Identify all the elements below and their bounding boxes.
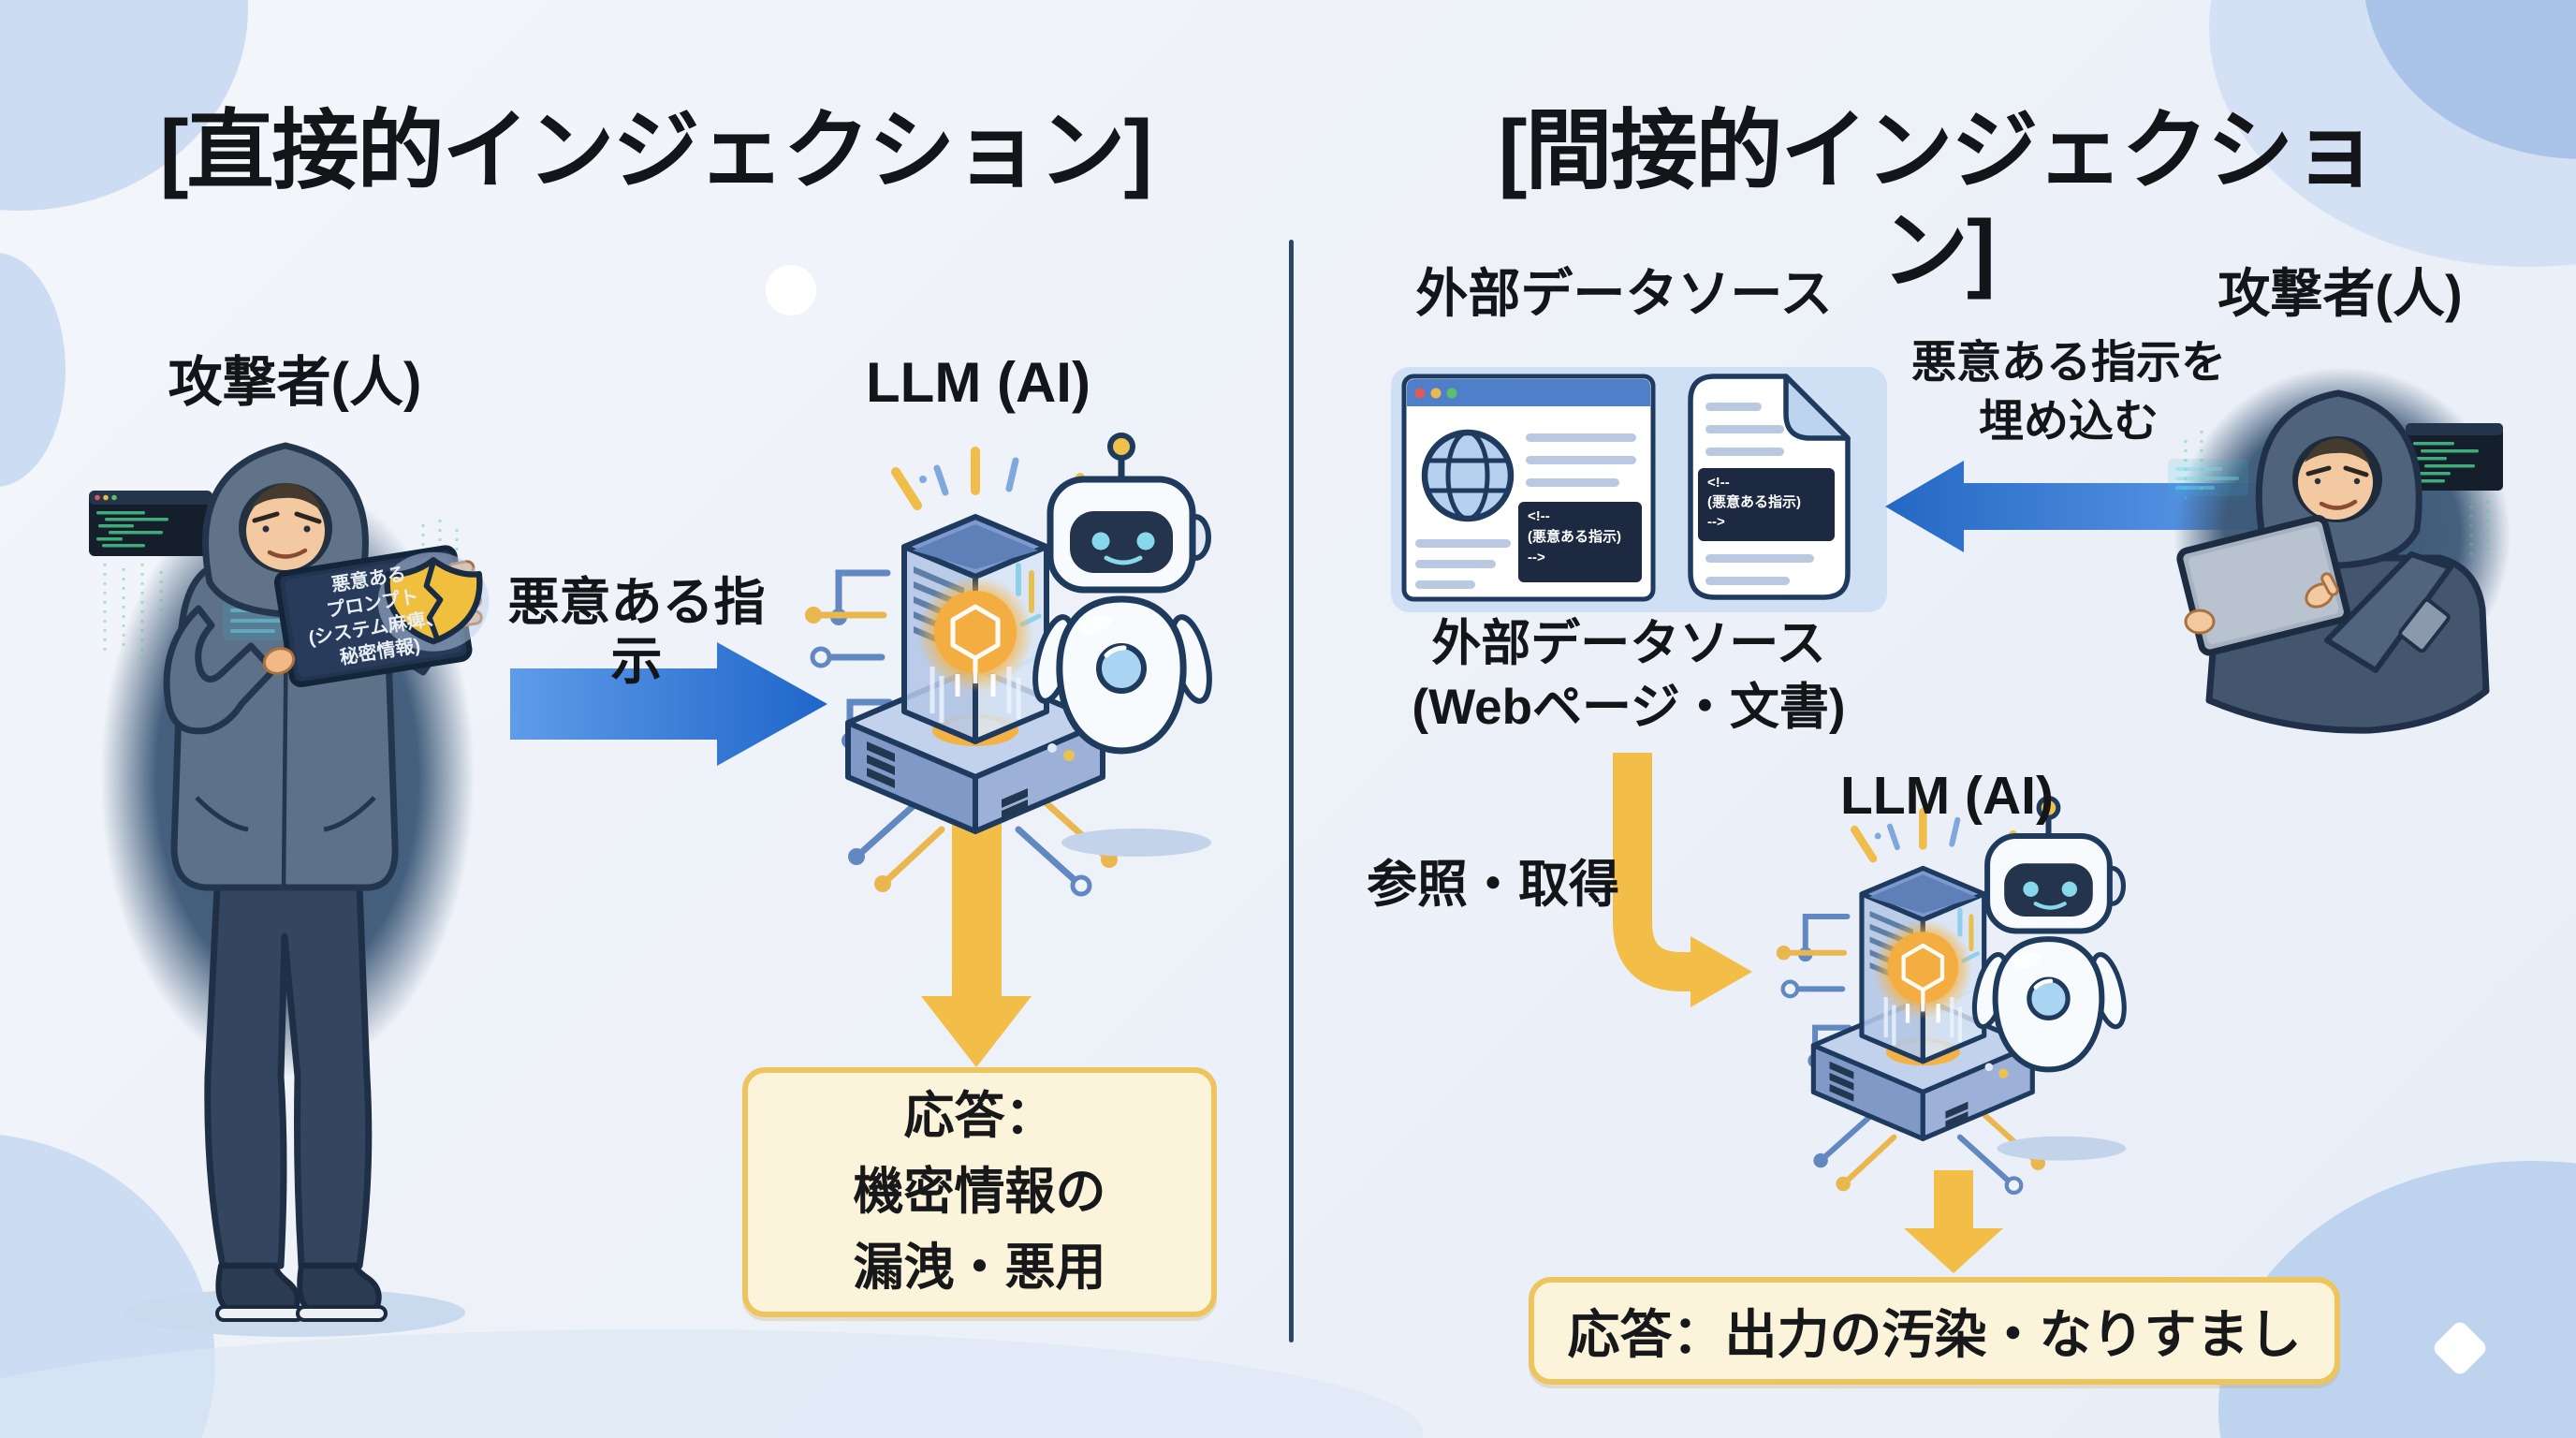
code-comment-browser: <!-- (悪意ある指示) --> bbox=[1528, 508, 1621, 565]
code-window-icon bbox=[2406, 423, 2503, 491]
response-box-right: 応答：出力の汚染・なりすまし bbox=[1529, 1277, 2340, 1385]
attacker-label-left: 攻撃者(人) bbox=[168, 352, 422, 413]
datasource-caption: 外部データソース (Webページ・文書) bbox=[1412, 616, 1846, 735]
background-dot bbox=[766, 265, 816, 315]
attacker-illustration-right bbox=[2168, 367, 2510, 734]
title-direct-injection: [直接的インジェクション] bbox=[159, 102, 1153, 199]
code-snippet-box bbox=[1518, 502, 1642, 582]
arrow-datasource-to-llm bbox=[1613, 753, 1752, 1007]
fetch-label: 参照・取得 bbox=[1367, 857, 1619, 913]
embed-instruction-label: 悪意ある指示を 埋め込む bbox=[1910, 338, 2226, 448]
malicious-instruction-label: 悪意ある指示 bbox=[507, 573, 766, 691]
llm-label-left: LLM (AI) bbox=[866, 351, 1090, 414]
datasource-illustration bbox=[1391, 367, 1887, 612]
code-snippet-box bbox=[1698, 468, 1835, 541]
code-window-icon bbox=[89, 491, 212, 556]
datasource-label-top: 外部データソース bbox=[1415, 264, 1833, 323]
response-box-left: 応答： 機密情報の 漏洩・悪用 bbox=[742, 1067, 1217, 1317]
globe-icon bbox=[1421, 429, 1515, 522]
llm-illustration-right bbox=[1777, 799, 2130, 1193]
llm-illustration-left bbox=[805, 435, 1217, 894]
code-comment-document: <!-- (悪意ある指示) --> bbox=[1707, 475, 1801, 530]
tablet-icon bbox=[2176, 514, 2350, 656]
title-indirect-injection: [間接的インジェクション] bbox=[1498, 102, 2379, 300]
browser-window-icon bbox=[1401, 374, 1656, 602]
attacker-label-right: 攻撃者(人) bbox=[2217, 264, 2463, 323]
arrow-attacker-to-llm bbox=[510, 642, 827, 766]
arrow-attacker-to-datasource bbox=[1885, 461, 2269, 552]
arrow-llm-to-response-left bbox=[921, 814, 1032, 1067]
document-icon bbox=[1688, 374, 1851, 600]
sparkle-icon bbox=[2434, 1322, 2486, 1374]
broken-shield-icon bbox=[377, 551, 490, 652]
llm-label-right: LLM (AI) bbox=[1840, 766, 2054, 826]
panel-divider bbox=[1289, 240, 1294, 1343]
arrow-llm-to-response-right bbox=[1904, 1170, 2003, 1273]
